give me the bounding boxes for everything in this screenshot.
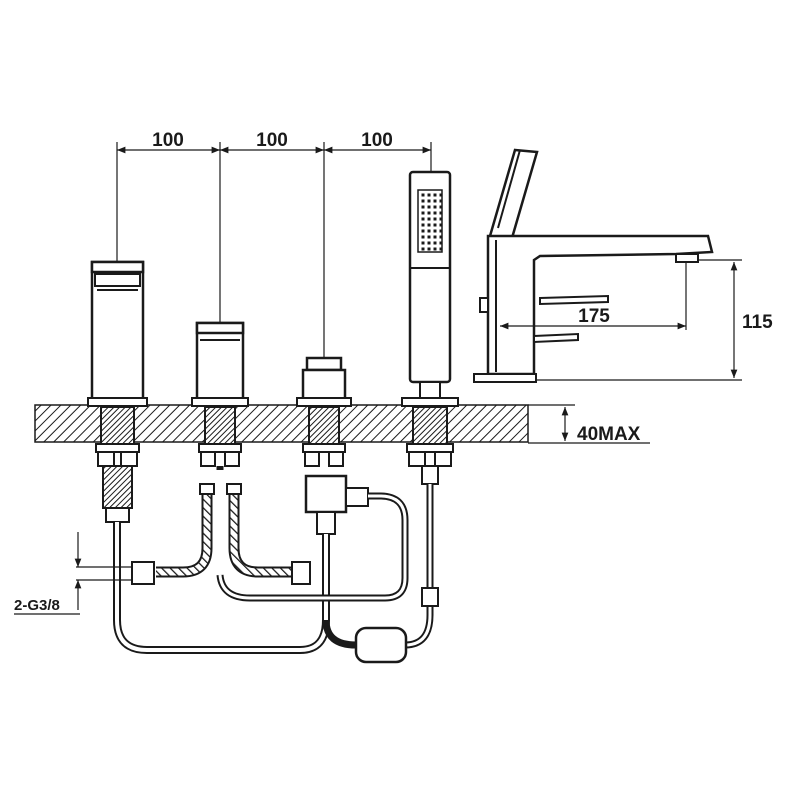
diverter-valve [296, 356, 369, 535]
spacing-dimension: 100 100 100 [116, 130, 432, 358]
spacing-label-1: 100 [152, 130, 184, 151]
spacing-label-3: 100 [361, 130, 393, 151]
valve-handle-1 [191, 321, 249, 467]
spout-reach-label: 175 [578, 306, 610, 327]
deck-thickness-dimension: 40MAX [528, 404, 650, 445]
hand-shower [401, 170, 459, 485]
hoses [113, 466, 439, 664]
spacing-label-2: 100 [256, 130, 288, 151]
spout-height-label: 115 [742, 312, 773, 333]
deck-thickness-label: 40MAX [577, 424, 641, 445]
inlet-dimension: 2-G3/8 [14, 532, 132, 615]
spout-front-view [87, 260, 148, 523]
inlet-connection-label: 2-G3/8 [14, 597, 60, 614]
spout-side-view: 175 115 [473, 148, 773, 383]
